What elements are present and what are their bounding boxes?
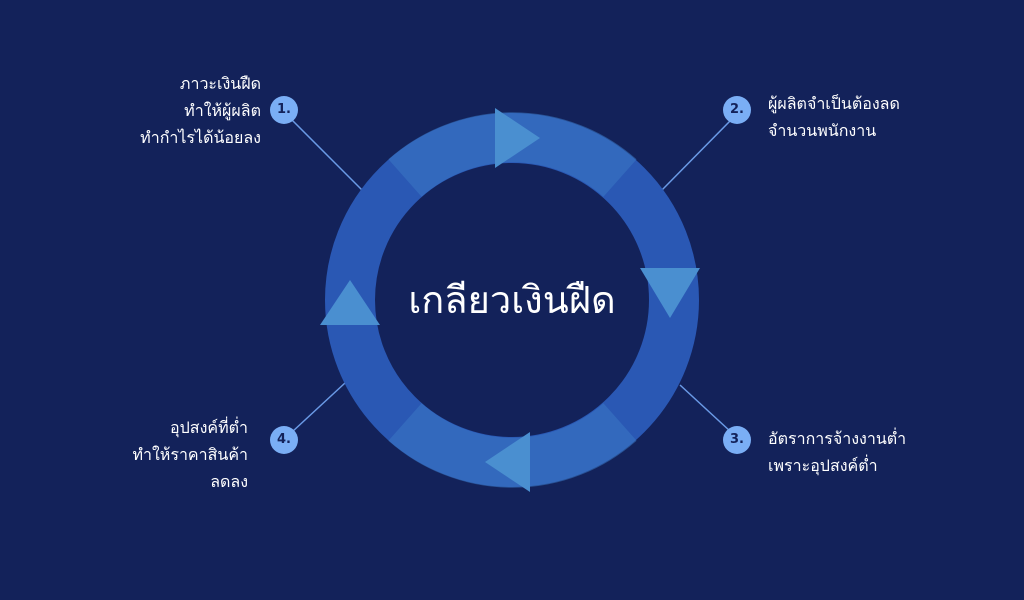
connector-line-1 xyxy=(291,119,363,191)
arrow-head-right xyxy=(640,268,700,318)
step-text-2: ผู้ผลิตจำเป็นต้องลด จำนวนพนักงาน xyxy=(768,90,900,144)
step-badge-3: 3. xyxy=(723,426,751,454)
step-3-line-2: เพราะอุปสงค์ต่ำ xyxy=(768,456,878,475)
step-2-line-1: ผู้ผลิตจำเป็นต้องลด xyxy=(768,94,900,113)
step-1-line-3: ทำกำไรได้น้อยลง xyxy=(140,128,261,147)
step-badge-4: 4. xyxy=(270,426,298,454)
step-text-3: อัตราการจ้างงานต่ำ เพราะอุปสงค์ต่ำ xyxy=(768,425,906,479)
cycle-title: เกลียวเงินฝืด xyxy=(408,278,616,322)
step-1-line-1: ภาวะเงินฝืด xyxy=(179,74,261,93)
step-text-4: อุปสงค์ที่ต่ำ ทำให้ราคาสินค้า ลดลง xyxy=(132,414,248,495)
arrow-head-bottom xyxy=(485,432,530,492)
connector-line-2 xyxy=(661,119,732,191)
connector-line-3 xyxy=(679,384,732,433)
arrow-head-left xyxy=(320,280,380,325)
step-badge-2: 2. xyxy=(723,96,751,124)
step-2-line-2: จำนวนพนักงาน xyxy=(768,121,877,140)
step-1-line-2: ทำให้ผู้ผลิต xyxy=(184,101,261,120)
step-badge-1: 1. xyxy=(270,96,298,124)
connector-line-4 xyxy=(291,382,346,433)
step-4-line-3: ลดลง xyxy=(210,472,248,491)
step-4-line-1: อุปสงค์ที่ต่ำ xyxy=(170,418,248,437)
step-4-line-2: ทำให้ราคาสินค้า xyxy=(132,445,248,464)
arrow-head-top xyxy=(495,108,540,168)
step-text-1: ภาวะเงินฝืด ทำให้ผู้ผลิต ทำกำไรได้น้อยลง xyxy=(140,70,261,151)
step-3-line-1: อัตราการจ้างงานต่ำ xyxy=(768,429,907,448)
